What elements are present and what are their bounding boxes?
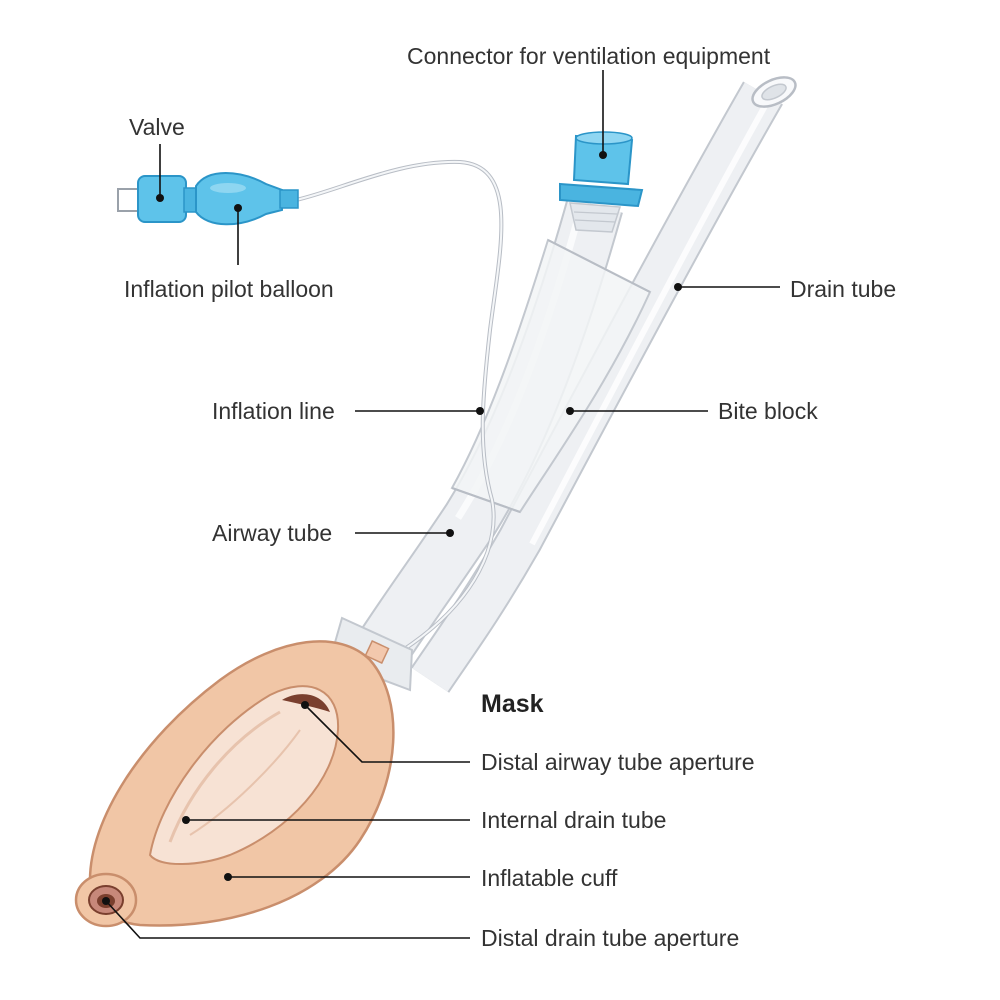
drain-tube	[410, 76, 797, 693]
dot-pilot-balloon	[234, 204, 242, 212]
dot-airway-tube	[446, 529, 454, 537]
inflation-pilot-balloon	[195, 172, 299, 226]
leader-distal-drain-aperture	[105, 900, 470, 939]
label-mask: Mask	[481, 690, 544, 718]
label-bite-block: Bite block	[718, 398, 818, 424]
leader-distal-airway-aperture	[304, 704, 470, 763]
label-distal-drain-aperture: Distal drain tube aperture	[481, 925, 739, 951]
label-drain-tube: Drain tube	[790, 276, 896, 302]
label-valve: Valve	[129, 114, 185, 140]
tube-junction	[328, 616, 414, 692]
dot-internal-drain-tube	[182, 816, 190, 824]
label-airway-tube: Airway tube	[212, 520, 332, 546]
label-internal-drain-tube: Internal drain tube	[481, 807, 666, 833]
label-inflation-line: Inflation line	[212, 398, 335, 424]
label-distal-airway-aperture: Distal airway tube aperture	[481, 749, 755, 775]
dot-drain-tube	[674, 283, 682, 291]
dot-inflation-line	[476, 407, 484, 415]
bite-block	[450, 238, 652, 514]
dot-valve	[156, 194, 164, 202]
dot-connector	[599, 151, 607, 159]
dot-bite-block	[566, 407, 574, 415]
label-inflatable-cuff: Inflatable cuff	[481, 865, 618, 891]
mask	[74, 640, 395, 928]
dot-distal-drain-aperture	[102, 897, 110, 905]
label-pilot-balloon: Inflation pilot balloon	[124, 276, 334, 302]
ventilation-connector	[559, 131, 644, 208]
dot-inflatable-cuff	[224, 873, 232, 881]
label-connector: Connector for ventilation equipment	[407, 43, 771, 69]
dot-distal-airway-aperture	[301, 701, 309, 709]
